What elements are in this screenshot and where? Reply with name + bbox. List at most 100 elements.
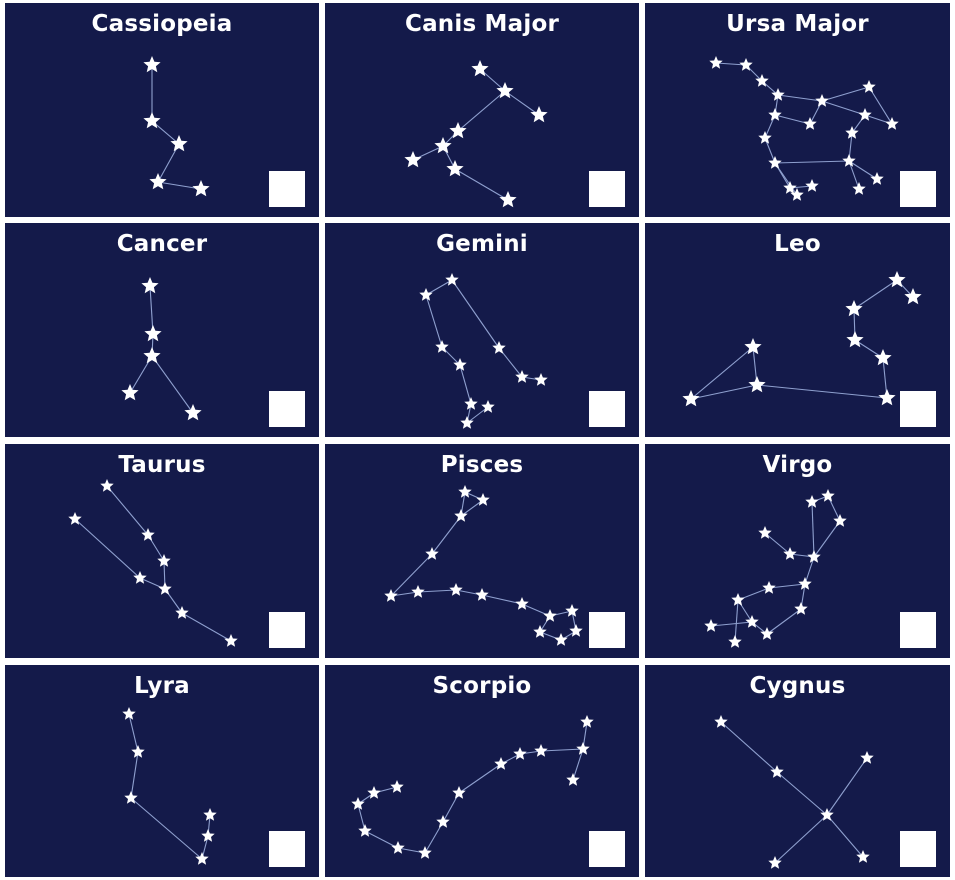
constellation-line [458, 91, 505, 131]
constellation-line [391, 554, 432, 596]
star-icon [418, 846, 431, 859]
star-icon [870, 172, 883, 185]
constellation-line [777, 772, 827, 815]
star-icon [175, 606, 188, 619]
star-icon [133, 571, 146, 584]
star-icon [566, 773, 579, 786]
card-leo: Leo [645, 223, 950, 437]
star-icon [100, 479, 113, 492]
star-icon [728, 635, 741, 648]
constellation-line [131, 752, 138, 798]
constellation-line [812, 502, 814, 557]
constellation-line [767, 609, 801, 634]
star-icon [419, 288, 432, 301]
star-icon [445, 273, 458, 286]
star-icon [554, 633, 567, 646]
constellation-line [849, 161, 877, 179]
star-icon [805, 179, 818, 192]
answer-checkbox[interactable] [589, 831, 625, 867]
star-icon [580, 715, 593, 728]
star-icon [184, 404, 201, 420]
star-icon [475, 588, 488, 601]
answer-checkbox[interactable] [900, 171, 936, 207]
star-icon [682, 390, 699, 406]
star-icon [121, 384, 138, 400]
star-icon [569, 624, 582, 637]
constellation-line [482, 595, 522, 604]
card-cassiopeia: Cassiopeia [5, 3, 319, 217]
star-icon [858, 108, 871, 121]
answer-checkbox[interactable] [269, 171, 305, 207]
star-icon [768, 156, 781, 169]
constellation-line [765, 533, 790, 554]
star-icon [534, 744, 547, 757]
answer-checkbox[interactable] [900, 831, 936, 867]
answer-checkbox[interactable] [269, 831, 305, 867]
star-icon [201, 829, 214, 842]
star-icon [195, 852, 208, 865]
star-icon [768, 108, 781, 121]
card-cygnus: Cygnus [645, 665, 950, 877]
constellation-line [805, 557, 814, 584]
star-icon [852, 182, 865, 195]
constellation-line [505, 91, 539, 115]
constellation-line [75, 519, 140, 578]
star-icon [833, 514, 846, 527]
star-icon [739, 58, 752, 71]
card-scorpio: Scorpio [325, 665, 639, 877]
star-icon [860, 751, 873, 764]
constellation-line [426, 295, 442, 347]
star-icon [704, 619, 717, 632]
star-icon [815, 94, 828, 107]
star-icon [499, 191, 516, 207]
card-cancer: Cancer [5, 223, 319, 437]
star-icon [846, 331, 863, 347]
answer-checkbox[interactable] [589, 171, 625, 207]
star-icon [885, 117, 898, 130]
star-icon [452, 786, 465, 799]
constellation-line [775, 815, 827, 863]
constellation-line [869, 87, 892, 124]
star-icon [460, 416, 473, 429]
answer-checkbox[interactable] [589, 612, 625, 648]
star-icon [515, 597, 528, 610]
constellation-line [365, 831, 398, 848]
star-icon [842, 154, 855, 167]
card-lyra: Lyra [5, 665, 319, 877]
card-virgo: Virgo [645, 444, 950, 658]
constellation-line [849, 161, 859, 189]
constellation-line [432, 516, 461, 554]
constellation-line [129, 714, 138, 752]
answer-checkbox[interactable] [269, 612, 305, 648]
constellation-line [778, 95, 822, 101]
star-icon [224, 634, 237, 647]
constellation-line [691, 347, 753, 399]
star-icon [543, 609, 556, 622]
star-icon [888, 271, 905, 287]
star-icon [390, 780, 403, 793]
constellation-line [735, 600, 738, 642]
constellation-line [691, 385, 757, 399]
star-icon [768, 856, 781, 869]
answer-checkbox[interactable] [589, 391, 625, 427]
card-ursa-major: Ursa Major [645, 3, 950, 217]
star-icon [530, 106, 547, 122]
constellation-line [822, 87, 869, 101]
star-icon [821, 489, 834, 502]
star-icon [878, 389, 895, 405]
constellation-line [131, 798, 202, 859]
star-icon [436, 815, 449, 828]
star-icon [149, 173, 166, 189]
star-icon [492, 341, 505, 354]
answer-checkbox[interactable] [900, 612, 936, 648]
star-icon [446, 160, 463, 176]
card-canis-major: Canis Major [325, 3, 639, 217]
star-icon [425, 547, 438, 560]
answer-checkbox[interactable] [269, 391, 305, 427]
star-icon [798, 577, 811, 590]
constellation-line [452, 280, 499, 348]
constellation-line [721, 722, 777, 772]
answer-checkbox[interactable] [900, 391, 936, 427]
star-icon [454, 509, 467, 522]
constellation-line [182, 613, 231, 641]
